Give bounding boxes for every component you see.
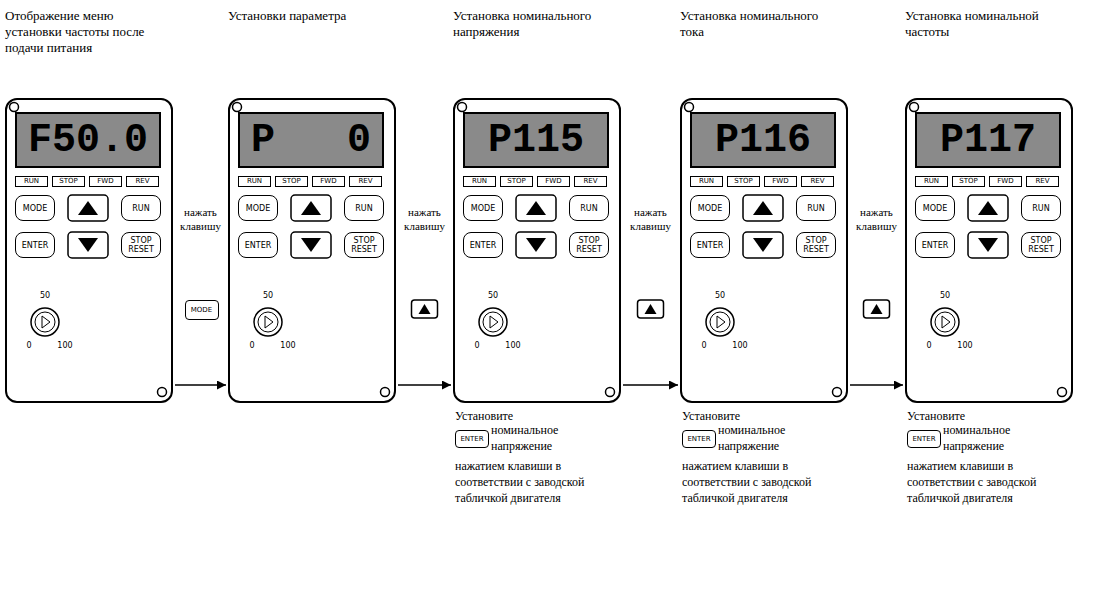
indicator-lamp: FWD (537, 176, 570, 187)
key-button: MODE (463, 195, 503, 221)
edge-label: нажать клавишу (398, 205, 451, 233)
key-button: RUN (569, 195, 609, 221)
dial-mark: 100 (57, 341, 72, 350)
dial-mark: 100 (957, 341, 972, 350)
control-panel: Установка номинального напряженияP115RUN… (453, 0, 621, 403)
key-button: STOP RESET (1021, 232, 1061, 258)
instruction-text: нажатием клавиши в соответствии с заводс… (682, 458, 824, 506)
enter-key-icon: ENTER (907, 430, 941, 448)
key-button: RUN (796, 195, 836, 221)
indicator-lamp: RUN (915, 176, 948, 187)
indicator-lamp: REV (126, 176, 159, 187)
key-button: RUN (121, 195, 161, 221)
indicator-lamp: RUN (690, 176, 723, 187)
panel-heading: Установки параметра (228, 8, 378, 24)
key-button: STOP RESET (121, 232, 161, 258)
instruction-text: номинальное напряжение (718, 422, 808, 454)
indicator-lamp: STOP (727, 176, 760, 187)
panel-heading: Установка номинального тока (680, 8, 830, 40)
instruction-text: Установите (682, 408, 740, 424)
indicator-lamp: RUN (238, 176, 271, 187)
dial-mark: 0 (26, 341, 31, 350)
control-panel: Установки параметра P 0 RUN STOP FWD REV MODE R… (228, 0, 396, 403)
up-key-icon (419, 304, 431, 314)
key-button: ENTER (15, 232, 55, 258)
instruction-text: нажатием клавиши в соответствии с заводс… (455, 458, 597, 506)
edge-label: нажать клавишу (850, 205, 903, 233)
dial-mark: 50 (715, 291, 725, 300)
indicator-lamp: REV (1026, 176, 1059, 187)
indicator-lamp: FWD (89, 176, 122, 187)
up-key-icon (864, 300, 890, 318)
flow-arrow (850, 384, 903, 386)
dial-mark: 100 (505, 341, 520, 350)
indicator-lamp: FWD (764, 176, 797, 187)
key-button: MODE (690, 195, 730, 221)
key-button: RUN (344, 195, 384, 221)
up-key-icon (871, 304, 883, 314)
display-readout: P115 (463, 112, 609, 168)
instruction-text: Установите (907, 408, 965, 424)
dial-mark: 50 (263, 291, 273, 300)
instruction-text: Установите (455, 408, 513, 424)
indicator-lamp: STOP (52, 176, 85, 187)
key-button: STOP RESET (344, 232, 384, 258)
display-readout: P116 (690, 112, 836, 168)
up-key-icon (645, 304, 657, 314)
up-key-icon (638, 300, 664, 318)
indicator-lamp: STOP (500, 176, 533, 187)
display-readout: P 0 (238, 112, 384, 168)
key-button: ENTER (915, 232, 955, 258)
indicator-lamp: STOP (952, 176, 985, 187)
instruction-text: нажатием клавиши в соответствии с заводс… (907, 458, 1049, 506)
key-button: MODE (915, 195, 955, 221)
display-readout: P117 (915, 112, 1061, 168)
edge-label: нажать клавишу (623, 205, 678, 233)
indicator-lamp: FWD (989, 176, 1022, 187)
panel-heading: Установка номинального напряжения (453, 8, 603, 40)
control-panel: Отображение меню установки частоты после… (5, 0, 173, 403)
key-button: STOP RESET (796, 232, 836, 258)
indicator-lamp: FWD (312, 176, 345, 187)
key-button: MODE (15, 195, 55, 221)
dial-mark: 0 (474, 341, 479, 350)
enter-key-icon: ENTER (682, 430, 716, 448)
indicator-lamp: REV (801, 176, 834, 187)
key-button: ENTER (463, 232, 503, 258)
dial-mark: 100 (732, 341, 747, 350)
dial-mark: 100 (280, 341, 295, 350)
indicator-lamp: REV (574, 176, 607, 187)
indicator-lamp: RUN (15, 176, 48, 187)
panel-heading: Отображение меню установки частоты после… (5, 8, 155, 56)
dial-mark: 50 (40, 291, 50, 300)
key-button: MODE (238, 195, 278, 221)
control-panel: Установка номинального токаP116RUN STOP FW… (680, 0, 848, 403)
dial-mark: 0 (701, 341, 706, 350)
control-panel: Установка номинальной частотыP117RUN STOP… (905, 0, 1073, 403)
indicator-lamp: STOP (275, 176, 308, 187)
panel-heading: Установка номинальной частоты (905, 8, 1055, 40)
edge-label: нажать клавишу (175, 205, 226, 233)
key-button: STOP RESET (569, 232, 609, 258)
key-button: RUN (1021, 195, 1061, 221)
key-button: ENTER (238, 232, 278, 258)
flow-arrow (623, 384, 678, 386)
mode-key-icon: MODE (185, 300, 219, 320)
instruction-text: номинальное напряжение (943, 422, 1033, 454)
flow-arrow (398, 384, 451, 386)
dial-mark: 0 (926, 341, 931, 350)
enter-key-icon: ENTER (455, 430, 489, 448)
dial-mark: 50 (940, 291, 950, 300)
dial-mark: 50 (488, 291, 498, 300)
up-key-icon (412, 300, 438, 318)
indicator-lamp: REV (349, 176, 382, 187)
key-button: ENTER (690, 232, 730, 258)
instruction-text: номинальное напряжение (491, 422, 581, 454)
indicator-lamp: RUN (463, 176, 496, 187)
dial-mark: 0 (249, 341, 254, 350)
flow-arrow (175, 384, 226, 386)
display-readout: F50.0 (15, 112, 161, 168)
